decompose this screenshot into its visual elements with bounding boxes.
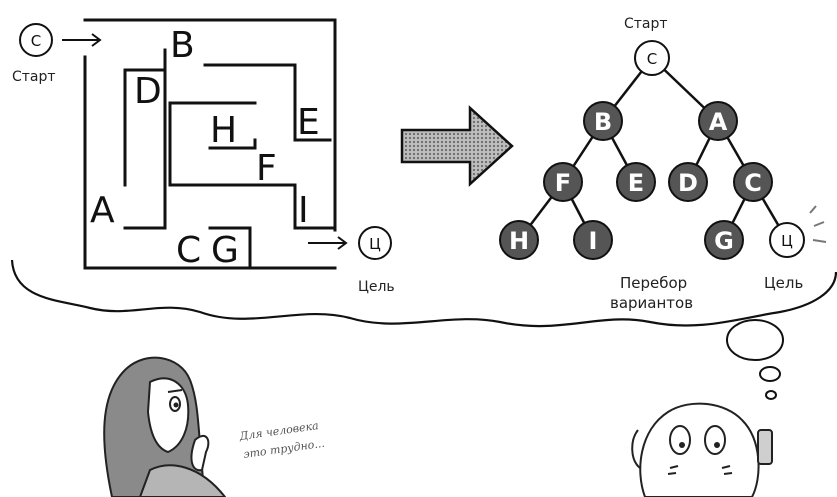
maze-start-arrow-icon — [62, 33, 102, 47]
maze-start-label: Старт — [12, 69, 56, 85]
tree-caption-line2: вариантов — [610, 294, 693, 312]
maze-letter-b: B — [170, 25, 195, 66]
tree-node-i-label: I — [589, 227, 598, 255]
tree-node-d: D — [668, 162, 708, 202]
maze-wall-d — [123, 68, 167, 230]
tree-root-node-label: С — [647, 50, 657, 68]
maze — [83, 18, 337, 270]
woman-character — [103, 356, 227, 497]
tree-edges — [518, 57, 789, 241]
tree-node-e: E — [616, 162, 656, 202]
tree-node-h-label: H — [509, 227, 529, 255]
tree-node-a-label: A — [709, 108, 728, 136]
maze-goal-node — [358, 226, 392, 260]
maze-wall-g — [208, 226, 252, 270]
thought-bubble-medium — [759, 366, 781, 382]
tree-node-f-label: F — [555, 169, 571, 197]
tree-node-b: B — [583, 101, 623, 141]
maze-letter-h: H — [210, 110, 237, 151]
maze-goal-label: Цель — [358, 279, 395, 295]
tree-goal-node: Ц — [769, 222, 805, 258]
tree-node-f: F — [543, 162, 583, 202]
maze-wall-e — [203, 63, 332, 142]
tree-node-h: H — [499, 220, 539, 260]
maze-outer-wall-top-right — [83, 18, 337, 232]
robot-character — [631, 402, 773, 497]
tree-node-b-label: B — [594, 108, 612, 136]
maze-goal-node-label: Ц — [369, 235, 381, 253]
maze-letter-i: I — [298, 190, 309, 231]
maze-goal-arrow-icon — [308, 236, 348, 250]
maze-letter-f: F — [256, 148, 277, 189]
thought-cloud — [10, 259, 837, 328]
maze-letter-e: E — [297, 102, 320, 143]
tree-node-g-label: G — [714, 227, 734, 255]
tree-node-c: C — [733, 162, 773, 202]
tree-start-label: Старт — [624, 16, 668, 32]
tree-node-e-label: E — [628, 169, 644, 197]
maze-outer-wall-left-bottom — [83, 55, 337, 270]
sparkle-icon — [809, 205, 827, 243]
maze-letter-d: D — [134, 71, 162, 112]
tree-node-a: A — [698, 101, 738, 141]
maze-wall-f — [168, 183, 297, 230]
big-arrow-icon — [400, 105, 514, 187]
thought-bubble-large — [726, 319, 784, 361]
maze-letter-g: G — [211, 230, 239, 271]
thought-bubble-small — [765, 390, 777, 400]
maze-letter-c: C — [176, 230, 201, 271]
tree-goal-label: Цель — [764, 274, 803, 292]
tree-caption-line1: Перебор — [620, 274, 687, 292]
maze-start-node — [19, 23, 53, 57]
tree-goal-node-label: Ц — [781, 232, 793, 250]
tree-node-i: I — [573, 220, 613, 260]
tree-root-node — [634, 40, 670, 76]
tree-node-c-label: C — [744, 169, 762, 197]
maze-wall-h-bottom — [208, 138, 257, 150]
tree-node-g: G — [704, 220, 744, 260]
tree-node-d-label: D — [678, 169, 698, 197]
maze-start-node-label: С — [31, 32, 41, 50]
maze-letter-a: A — [90, 190, 115, 231]
